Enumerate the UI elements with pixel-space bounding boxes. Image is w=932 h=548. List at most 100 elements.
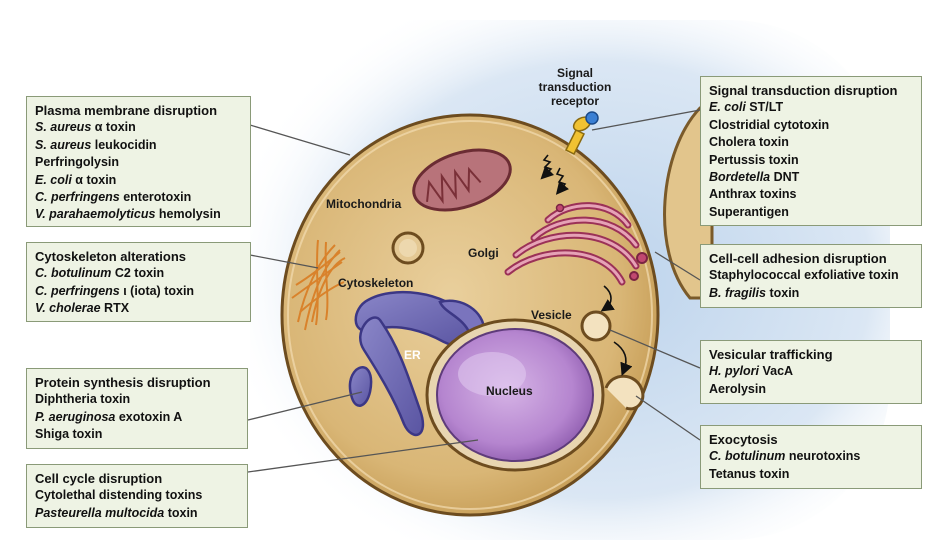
signal-receptor bbox=[564, 111, 599, 156]
toxin-text: Perfringolysin bbox=[35, 155, 120, 170]
toxin-entry: Bordetella DNT bbox=[709, 169, 913, 186]
plasma-membrane-box: Plasma membrane disruption S. aureus α t… bbox=[26, 96, 251, 227]
box-title: Cell-cell adhesion disruption bbox=[709, 251, 887, 266]
golgi-to-vesicle-arrow bbox=[600, 285, 615, 312]
toxin-text: ST/LT bbox=[745, 100, 784, 115]
exocytosis-pocket bbox=[604, 374, 645, 411]
toxin-text: Shiga toxin bbox=[35, 427, 103, 442]
toxin-text: Tetanus toxin bbox=[709, 466, 790, 481]
organism-name: C. botulinum bbox=[709, 449, 786, 464]
organism-name: S. aureus bbox=[35, 137, 92, 152]
organism-name: S. aureus bbox=[35, 120, 92, 135]
endoplasmic-reticulum bbox=[348, 290, 486, 437]
toxin-entry: Diphtheria toxin bbox=[35, 391, 239, 408]
vesicular-trafficking-box: Vesicular trafficking H. pylori VacA Aero… bbox=[700, 340, 922, 404]
cytoskeleton-box: Cytoskeleton alterations C. botulinum C2… bbox=[26, 242, 251, 322]
vesicle-to-exocytosis-arrow bbox=[613, 341, 633, 376]
toxin-text: hemolysin bbox=[155, 207, 221, 222]
cell-adhesion-box: Cell-cell adhesion disruption Staphyloco… bbox=[700, 244, 922, 308]
organism-name: V. parahaemolyticus bbox=[35, 207, 156, 222]
organism-name: V. cholerae bbox=[35, 301, 101, 316]
toxin-entry: Aerolysin bbox=[709, 381, 913, 398]
er-label: ER bbox=[404, 348, 421, 362]
toxin-text: enterotoxin bbox=[119, 190, 192, 205]
toxin-entry: E. coli α toxin bbox=[35, 172, 242, 189]
toxin-entry: Anthrax toxins bbox=[709, 186, 913, 203]
toxin-entry: V. cholerae RTX bbox=[35, 300, 242, 317]
toxin-entry: Tetanus toxin bbox=[709, 466, 913, 483]
toxin-text: Cholera toxin bbox=[709, 135, 789, 150]
organism-name: C. perfringens bbox=[35, 283, 120, 298]
toxin-entry: E. coli ST/LT bbox=[709, 99, 913, 116]
cytoskeleton-fibers bbox=[291, 239, 346, 331]
signal-receptor-label-line: transduction bbox=[538, 80, 612, 94]
nucleus-label: Nucleus bbox=[486, 384, 533, 398]
toxin-text: VacA bbox=[759, 364, 794, 379]
toxin-entry: C. botulinum C2 toxin bbox=[35, 265, 242, 282]
organism-name: P. aeruginosa bbox=[35, 409, 116, 424]
toxin-text: toxin bbox=[164, 505, 198, 520]
organism-name: E. coli bbox=[35, 172, 72, 187]
box-lines: H. pylori VacA Aerolysin bbox=[709, 363, 913, 398]
vesicle-label: Vesicle bbox=[531, 308, 572, 322]
toxin-entry: S. aureus leukocidin bbox=[35, 137, 242, 154]
toxin-text: DNT bbox=[770, 170, 800, 185]
signal-receptor-label-line: Signal bbox=[556, 66, 593, 80]
toxin-text: Diphtheria toxin bbox=[35, 392, 131, 407]
organism-name: Pasteurella multocida bbox=[35, 505, 165, 520]
toxin-entry: P. aeruginosa exotoxin A bbox=[35, 409, 239, 426]
toxin-entry: Staphylococcal exfoliative toxin bbox=[709, 267, 913, 284]
vesicle bbox=[580, 310, 612, 342]
box-title: Signal transduction disruption bbox=[709, 83, 898, 98]
golgi-apparatus bbox=[504, 202, 648, 286]
toxin-entry: Shiga toxin bbox=[35, 426, 239, 443]
organism-name: B. fragilis bbox=[709, 285, 766, 300]
box-title: Cytoskeleton alterations bbox=[35, 249, 186, 264]
toxin-entry: Perfringolysin bbox=[35, 154, 242, 171]
box-title: Exocytosis bbox=[709, 432, 778, 447]
leader-lines bbox=[247, 109, 701, 473]
box-title: Plasma membrane disruption bbox=[35, 103, 218, 118]
cytoskeleton-label: Cytoskeleton bbox=[338, 276, 414, 290]
golgi-label: Golgi bbox=[468, 246, 499, 260]
nucleus bbox=[425, 318, 605, 472]
organism-name: H. pylori bbox=[709, 364, 760, 379]
toxin-text: exotoxin A bbox=[115, 409, 183, 424]
mitochondria-label: Mitochondria bbox=[326, 197, 402, 211]
toxin-text: α toxin bbox=[71, 172, 117, 187]
box-lines: Diphtheria toxin P. aeruginosa exotoxin A… bbox=[35, 391, 239, 443]
signal-receptor-label-line: receptor bbox=[550, 94, 600, 108]
toxin-entry: C. botulinum neurotoxins bbox=[709, 448, 913, 465]
box-title: Cell cycle disruption bbox=[35, 471, 163, 486]
cell-cycle-box: Cell cycle disruption Cytolethal distend… bbox=[26, 464, 248, 528]
toxin-entry: C. perfringens enterotoxin bbox=[35, 189, 242, 206]
box-title: Protein synthesis disruption bbox=[35, 375, 211, 390]
toxin-text: RTX bbox=[100, 301, 130, 316]
toxin-entry: Pasteurella multocida toxin bbox=[35, 505, 239, 522]
signal-transduction-box: Signal transduction disruption E. coli S… bbox=[700, 76, 922, 226]
organism-name: E. coli bbox=[709, 100, 746, 115]
toxin-entry: S. aureus α toxin bbox=[35, 119, 242, 136]
toxin-text: leukocidin bbox=[91, 137, 157, 152]
toxin-text: neurotoxins bbox=[785, 449, 861, 464]
organism-name: C. perfringens bbox=[35, 190, 120, 205]
organism-name: C. botulinum bbox=[35, 266, 112, 281]
toxin-text: Aerolysin bbox=[709, 381, 766, 396]
toxin-entry: Superantigen bbox=[709, 204, 913, 221]
box-title: Vesicular trafficking bbox=[709, 347, 833, 362]
toxin-entry: Clostridial cytotoxin bbox=[709, 117, 913, 134]
toxin-text: C2 toxin bbox=[111, 266, 165, 281]
signal-zigzag-left bbox=[540, 154, 555, 180]
toxin-text: Cytolethal distending toxins bbox=[35, 488, 203, 503]
toxin-text: Anthrax toxins bbox=[709, 187, 797, 202]
mitochondria bbox=[412, 148, 512, 212]
toxin-text: toxin bbox=[765, 285, 800, 300]
toxin-text: Clostridial cytotoxin bbox=[709, 117, 830, 132]
toxin-entry: B. fragilis toxin bbox=[709, 285, 913, 302]
toxin-text: Superantigen bbox=[709, 204, 789, 219]
